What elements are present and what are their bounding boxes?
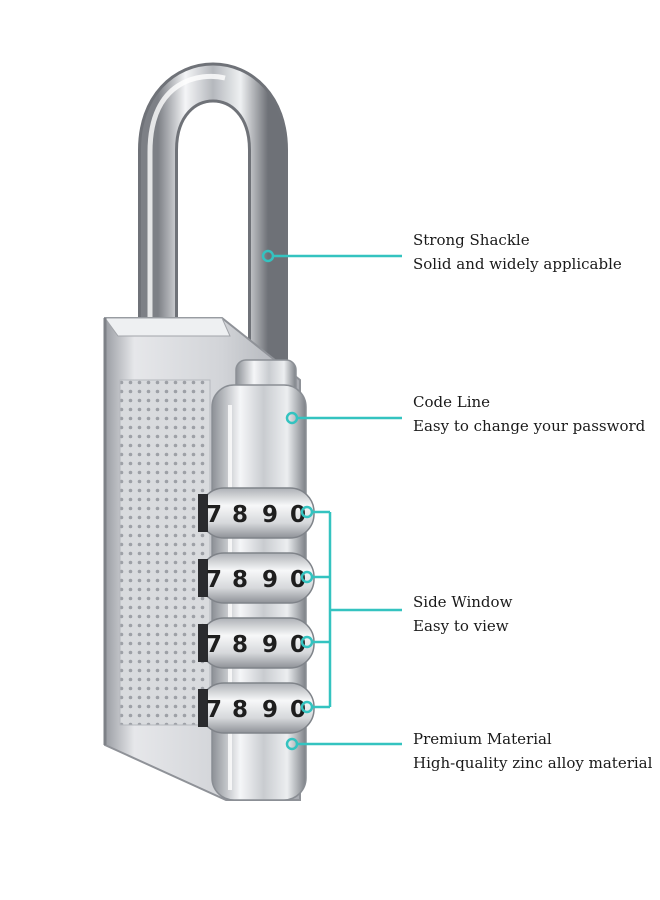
dial-digit: 9 bbox=[262, 697, 278, 723]
callout-subtitle: Easy to change your password bbox=[413, 417, 646, 435]
callout-title: Premium Material bbox=[413, 730, 552, 748]
callout-leaders bbox=[261, 249, 402, 751]
callout-title: Code Line bbox=[413, 393, 491, 411]
callout-title: Strong Shackle bbox=[413, 231, 530, 249]
dial-digit: 9 bbox=[262, 632, 278, 658]
dial-digit: 7 bbox=[206, 502, 222, 528]
dial-digit: 8 bbox=[232, 502, 248, 528]
dial-digit: 8 bbox=[232, 697, 248, 723]
callout-subtitle: High-quality zinc alloy material bbox=[413, 754, 653, 772]
callout-subtitle: Easy to view bbox=[413, 617, 509, 635]
dial-digit: 8 bbox=[232, 567, 248, 593]
dial-digit: 8 bbox=[232, 632, 248, 658]
dial-digit: 7 bbox=[206, 567, 222, 593]
dial-digit: 9 bbox=[262, 567, 278, 593]
callout-premium-material: Premium Material High-quality zinc alloy… bbox=[413, 727, 652, 775]
dial-digit: 7 bbox=[206, 632, 222, 658]
callout-side-window: Side Window Easy to view bbox=[413, 590, 512, 638]
callout-code-line: Code Line Easy to change your password bbox=[413, 390, 645, 438]
callout-subtitle: Solid and widely applicable bbox=[413, 255, 622, 273]
callout-strong-shackle: Strong Shackle Solid and widely applicab… bbox=[413, 228, 622, 276]
dial-digit: 7 bbox=[206, 697, 222, 723]
callout-title: Side Window bbox=[413, 593, 513, 611]
dial-digit: 9 bbox=[262, 502, 278, 528]
